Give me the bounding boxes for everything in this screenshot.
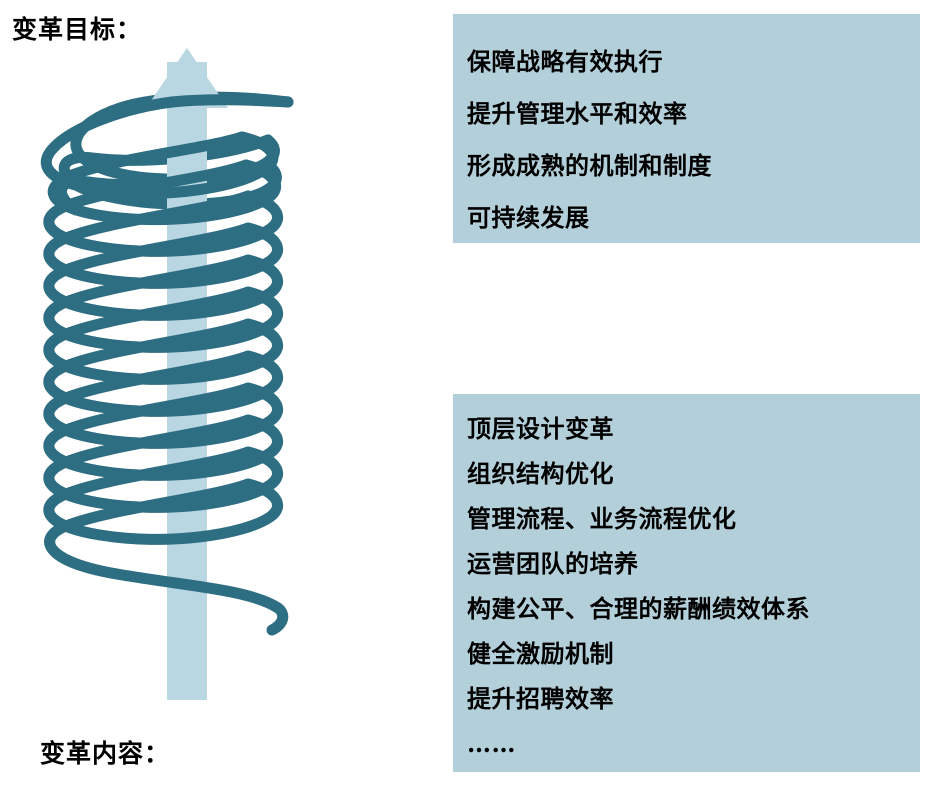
content-line: 提升招聘效率 <box>467 684 614 713</box>
content-line: 健全激励机制 <box>467 639 614 668</box>
content-line: 构建公平、合理的薪酬绩效体系 <box>467 594 810 623</box>
page-title-change-content: 变革内容： <box>40 739 171 768</box>
coil-loops <box>40 94 294 636</box>
content-line: …… <box>467 729 516 758</box>
page-title-change-goal: 变革目标： <box>12 15 143 44</box>
ascending-spiral-arrow-graphic <box>20 40 310 720</box>
goal-line: 提升管理水平和效率 <box>467 99 688 128</box>
goal-line: 保障战略有效执行 <box>467 47 663 76</box>
content-line: 管理流程、业务流程优化 <box>467 504 737 533</box>
panel-change-contents: 顶层设计变革 组织结构优化 管理流程、业务流程优化 运营团队的培养 构建公平、合… <box>453 394 920 772</box>
content-line: 组织结构优化 <box>467 459 614 488</box>
content-line: 运营团队的培养 <box>467 549 639 578</box>
panel-change-goals: 保障战略有效执行 提升管理水平和效率 形成成熟的机制和制度 可持续发展 <box>453 14 920 243</box>
goal-line: 可持续发展 <box>467 203 590 232</box>
content-line: 顶层设计变革 <box>467 414 614 443</box>
goal-line: 形成成熟的机制和制度 <box>467 151 712 180</box>
